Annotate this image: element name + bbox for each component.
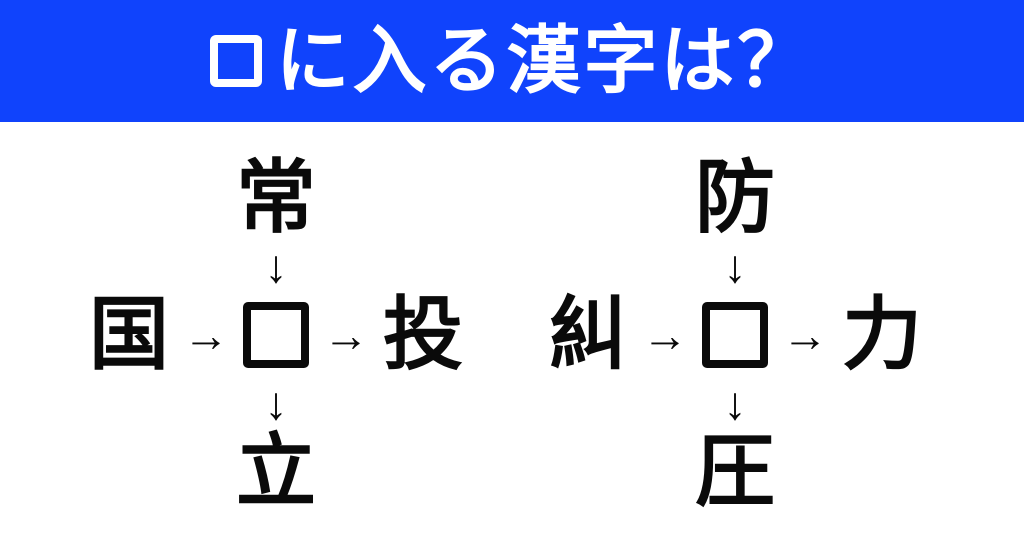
puzzle-right-left-kanji: 糾	[548, 290, 628, 379]
puzzle-right-right-kanji: 力	[842, 290, 922, 379]
arrow-right-icon: →	[323, 309, 369, 361]
arrow-right-icon: →	[782, 309, 828, 361]
answer-blank-square	[243, 302, 309, 368]
blank-square-icon	[209, 35, 262, 87]
puzzle-left-bottom-kanji: 立	[236, 427, 316, 516]
arrow-down-icon: ↓	[264, 240, 288, 292]
puzzle-left-middle-row: 国 → → 投	[89, 295, 463, 375]
puzzle-left-right-kanji: 投	[383, 290, 463, 379]
arrow-down-icon: ↓	[264, 377, 288, 429]
arrow-right-icon: →	[183, 309, 229, 361]
arrow-right-icon: →	[642, 309, 688, 361]
arrow-down-icon: ↓	[723, 240, 747, 292]
arrow-down-icon: ↓	[723, 377, 747, 429]
puzzle-left-top-kanji: 常	[236, 153, 316, 242]
puzzle-right-bottom-kanji: 圧	[695, 427, 775, 516]
page-title: に入る漢字は？	[275, 19, 815, 102]
puzzle-left-left-kanji: 国	[89, 290, 169, 379]
puzzle-right-top-kanji: 防	[695, 153, 775, 242]
kanji-puzzle-right: 防 ↓ 糾 → → 力 ↓ 圧	[548, 153, 922, 516]
answer-blank-square	[702, 302, 768, 368]
kanji-puzzle-left: 常 ↓ 国 → → 投 ↓ 立	[89, 153, 463, 516]
puzzle-right-middle-row: 糾 → → 力	[548, 295, 922, 375]
header-banner: に入る漢字は？	[0, 0, 1024, 122]
